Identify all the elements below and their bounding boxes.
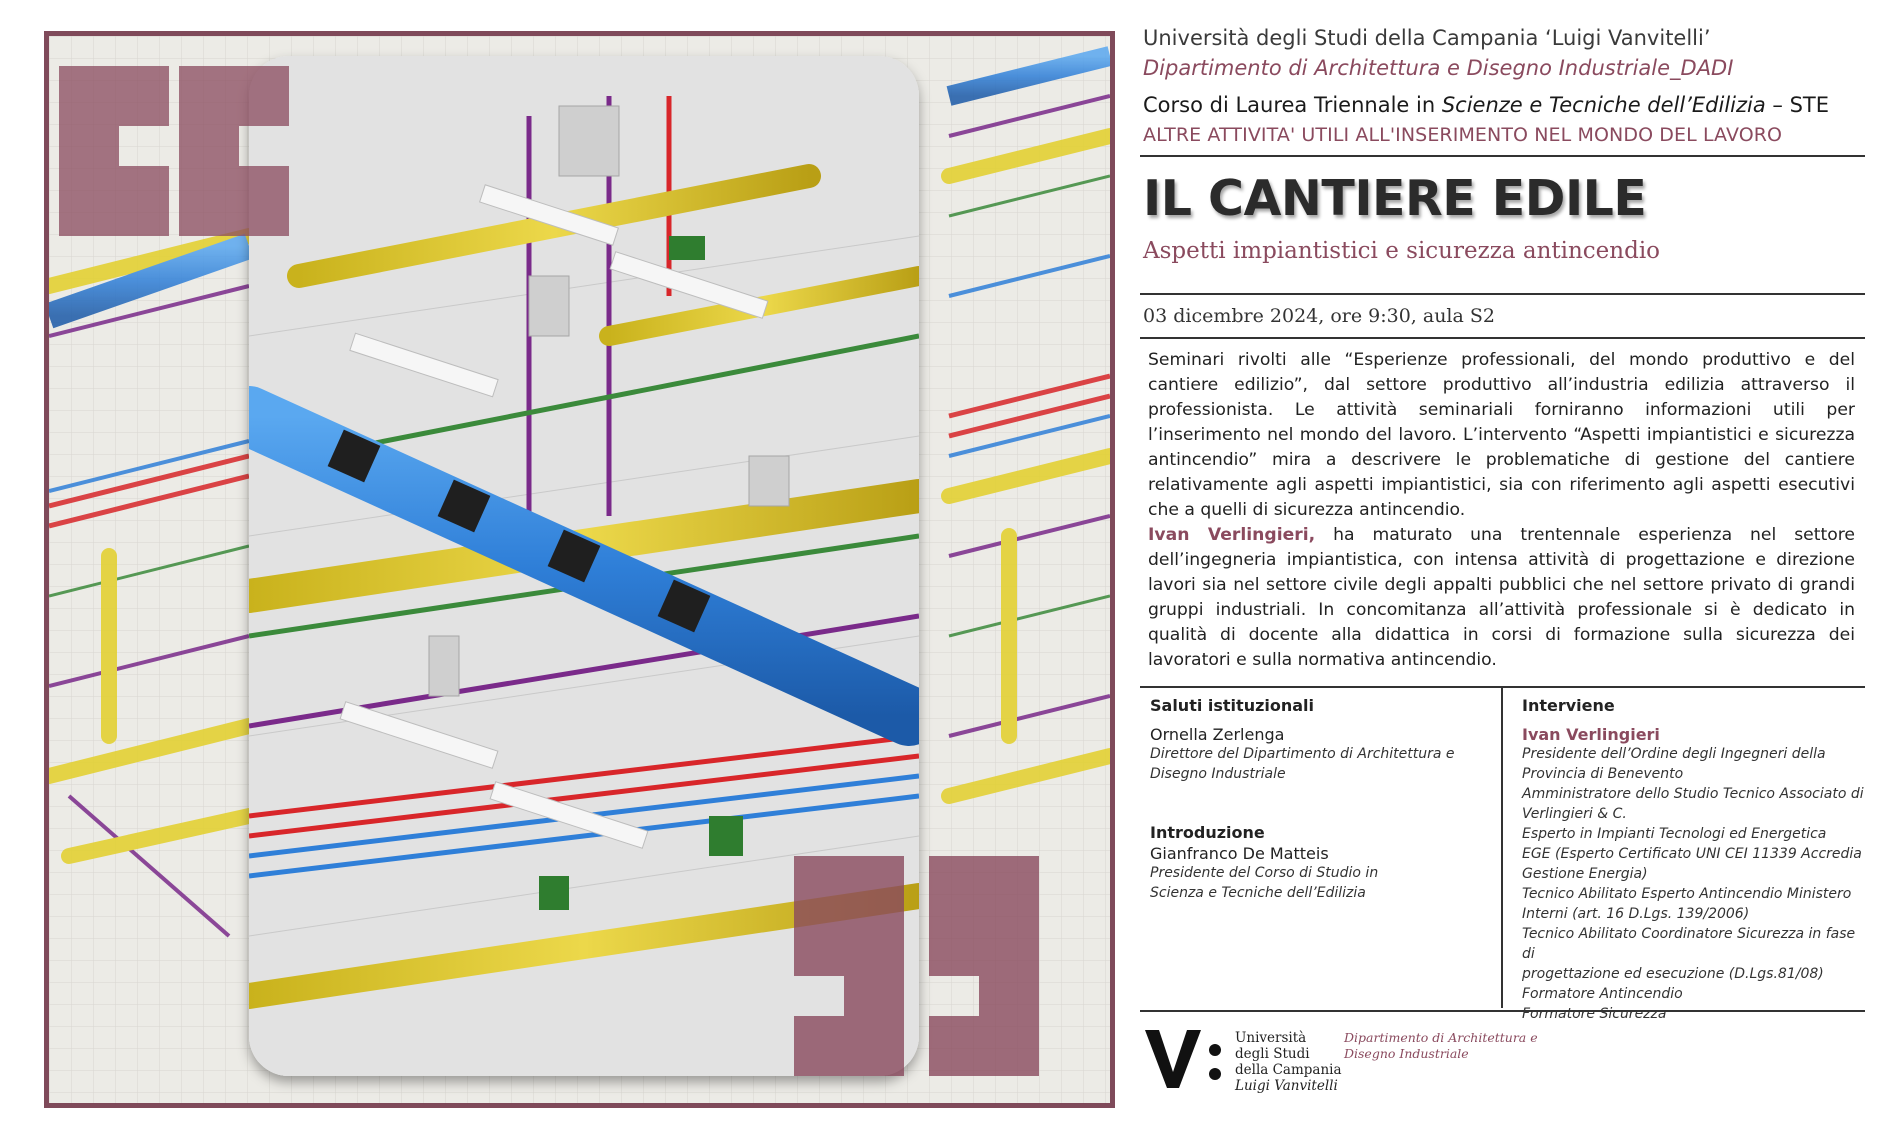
open-quote-icon — [59, 66, 289, 236]
divider — [1140, 155, 1865, 157]
role-line: Scienza e Tecniche dell’Edilizia — [1150, 885, 1366, 901]
divider — [1140, 337, 1865, 339]
speaker-bio: Ivan Verlingieri, ha maturato una trente… — [1148, 523, 1855, 673]
speaker-bio-text: ha maturato una trentennale esperienza n… — [1148, 525, 1855, 670]
description-paragraph: Seminari rivolti alle “Esperienze profes… — [1148, 350, 1855, 520]
introduction-name: Gianfranco De Matteis — [1150, 844, 1329, 863]
speaker-heading: Interviene — [1522, 696, 1615, 715]
role-line: Interni (art. 16 D.Lgs. 139/2006) — [1522, 906, 1750, 922]
university-name: Università degli Studi della Campania ‘L… — [1143, 26, 1711, 50]
role-line: Verlingieri & C. — [1522, 806, 1627, 822]
greetings-heading: Saluti istituzionali — [1150, 696, 1315, 715]
role-line: Provincia di Benevento — [1522, 766, 1684, 782]
role-line: Esperto in Impianti Tecnologi ed Energet… — [1522, 826, 1827, 842]
introduction-role: Presidente del Corso di Studio in Scienz… — [1150, 863, 1490, 903]
role-line: Disegno Industriale — [1150, 766, 1286, 782]
event-subtitle: Aspetti impiantistici e sicurezza antinc… — [1143, 238, 1661, 264]
role-line: Gestione Energia) — [1522, 866, 1648, 882]
role-line: Formatore Antincendio — [1522, 986, 1683, 1002]
course-line: Corso di Laurea Triennale in Scienze e T… — [1143, 93, 1829, 117]
event-title: IL CANTIERE EDILE — [1143, 170, 1647, 227]
logo-line: Università — [1235, 1030, 1307, 1046]
logo-line: Luigi Vanvitelli — [1235, 1078, 1338, 1094]
role-line: progettazione ed esecuzione (D.Lgs.81/08… — [1522, 966, 1824, 982]
plant-render-image — [49, 36, 1110, 1103]
close-quote-icon — [794, 856, 1039, 1076]
greetings-role: Direttore del Dipartimento di Architettu… — [1150, 744, 1490, 784]
role-line: Amministratore dello Studio Tecnico Asso… — [1522, 786, 1864, 802]
role-line: EGE (Esperto Certificato UNI CEI 11339 A… — [1522, 846, 1862, 862]
greetings-section: Saluti istituzionali Ornella Zerlenga Di… — [1150, 696, 1490, 784]
role-line: Presidente del Corso di Studio in — [1150, 865, 1379, 881]
introduction-section: Introduzione Gianfranco De Matteis Presi… — [1150, 823, 1490, 903]
course-name: Scienze e Tecniche dell’Edilizia — [1441, 93, 1766, 117]
logo-line: degli Studi — [1235, 1046, 1310, 1062]
speaker-roles: Presidente dell’Ordine degli Ingegneri d… — [1522, 744, 1867, 1024]
divider — [1140, 1010, 1865, 1012]
divider — [1140, 686, 1865, 688]
event-description: Seminari rivolti alle “Esperienze profes… — [1148, 348, 1855, 673]
role-line: Formatore Sicurezza — [1522, 1006, 1667, 1022]
activities-heading: ALTRE ATTIVITA' UTILI ALL'INSERIMENTO NE… — [1143, 124, 1783, 146]
course-suffix: – STE — [1765, 93, 1829, 117]
greetings-name: Ornella Zerlenga — [1150, 725, 1285, 744]
logo-dept-line: Disegno Industriale — [1344, 1046, 1469, 1061]
speaker-section: Interviene Ivan Verlingieri Presidente d… — [1522, 696, 1867, 1024]
department-name: Dipartimento di Architettura e Disegno I… — [1143, 56, 1734, 80]
role-line: Direttore del Dipartimento di Architettu… — [1150, 746, 1455, 762]
role-line: Tecnico Abilitato Coordinatore Sicurezza… — [1522, 926, 1856, 962]
event-date: 03 dicembre 2024, ore 9:30, aula S2 — [1143, 305, 1495, 327]
role-line: Tecnico Abilitato Esperto Antincendio Mi… — [1522, 886, 1852, 902]
poster-artwork — [44, 31, 1115, 1108]
logo-department: Dipartimento di Architettura e Disegno I… — [1344, 1030, 1538, 1062]
speaker-name: Ivan Verlingieri — [1522, 725, 1660, 744]
logo-dept-line: Dipartimento di Architettura e — [1344, 1030, 1538, 1045]
university-logo-icon — [1145, 1030, 1221, 1088]
divider — [1140, 293, 1865, 295]
column-divider — [1501, 688, 1503, 1008]
role-line: Presidente dell’Ordine degli Ingegneri d… — [1522, 746, 1826, 762]
course-prefix: Corso di Laurea Triennale in — [1143, 93, 1442, 117]
logo-wordmark: Università degli Studi della Campania Lu… — [1235, 1030, 1342, 1094]
speaker-bio-name: Ivan Verlingieri, — [1148, 525, 1316, 545]
introduction-heading: Introduzione — [1150, 823, 1265, 842]
logo-line: della Campania — [1235, 1062, 1342, 1078]
